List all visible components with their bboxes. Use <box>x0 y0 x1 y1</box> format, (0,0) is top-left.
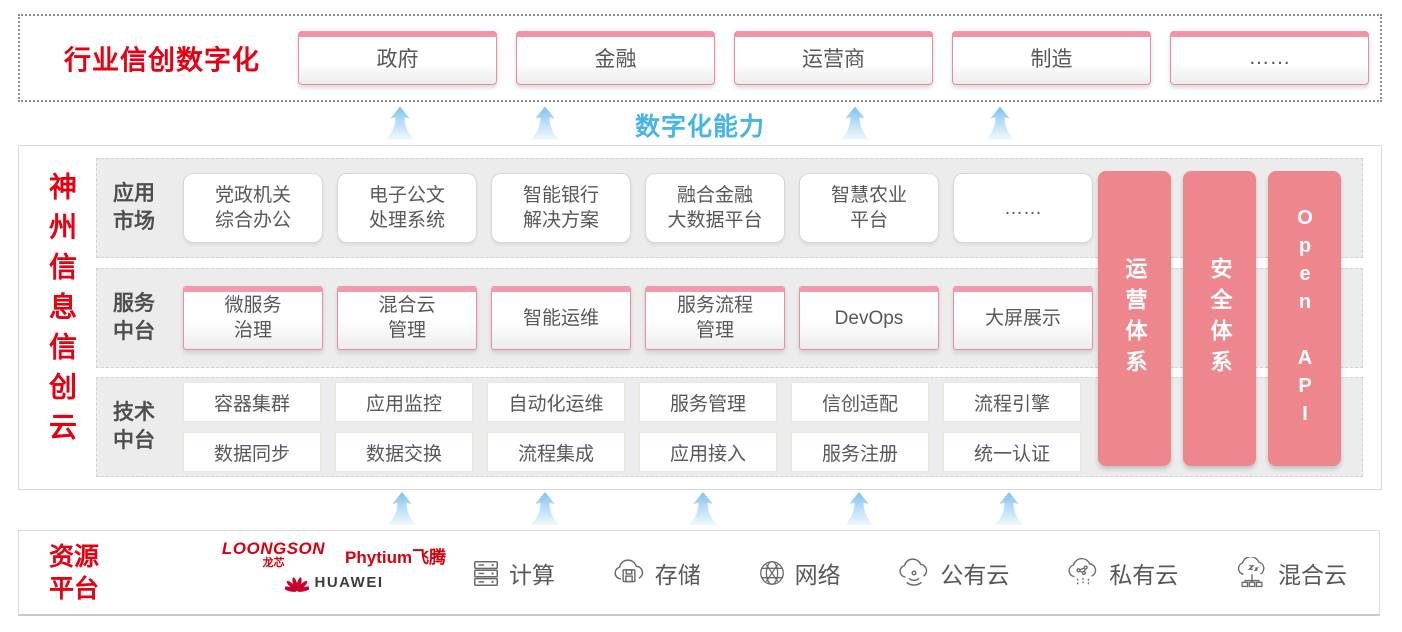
tech-platform-row: 技术 中台 容器集群 应用监控 自动化运维 服务管理 信创适配 流程引擎 数据同… <box>96 377 1363 477</box>
service-box: DevOps <box>799 286 939 350</box>
up-arrow-icon <box>840 102 870 144</box>
public-cloud-icon <box>899 557 928 586</box>
hybrid-cloud-icon <box>1237 557 1265 588</box>
app-box: 党政机关 综合办公 <box>183 173 323 243</box>
industry-box-more: …… <box>1170 31 1369 85</box>
app-market-boxes: 党政机关 综合办公 电子公文 处理系统 智能银行 解决方案 融合金融 大数据平台… <box>183 173 1093 243</box>
tech-boxes: 容器集群 应用监控 自动化运维 服务管理 信创适配 流程引擎 数据同步 数据交换… <box>183 382 1081 472</box>
app-market-row: 应用 市场 党政机关 综合办公 电子公文 处理系统 智能银行 解决方案 融合金融… <box>96 158 1363 258</box>
tech-box: 流程引擎 <box>943 382 1081 422</box>
app-box: 智慧农业 平台 <box>799 173 939 243</box>
private-cloud-icon <box>1068 557 1097 585</box>
tech-box: 信创适配 <box>791 382 929 422</box>
service-boxes: 微服务 治理 混合云 管理 智能运维 服务流程 管理 DevOps 大屏展示 <box>183 286 1093 350</box>
resource-item-network: 网络 <box>757 556 841 590</box>
resource-item-label: 混合云 <box>1277 561 1347 588</box>
security-system-bar: 安全体系 <box>1183 171 1256 466</box>
app-box-more: …… <box>953 173 1093 243</box>
resource-item-label: 私有云 <box>1109 561 1179 588</box>
phytium-logo: Phytium飞腾 <box>345 548 447 567</box>
service-platform-row: 服务 中台 微服务 治理 混合云 管理 智能运维 服务流程 管理 DevOps … <box>96 268 1363 368</box>
platform-panel: 神州信息信创云 应用 市场 党政机关 综合办公 电子公文 处理系统 智能银行 解… <box>18 145 1382 490</box>
tech-box: 应用接入 <box>639 432 777 472</box>
up-arrow-icon <box>530 102 560 144</box>
tech-box: 容器集群 <box>183 382 321 422</box>
industry-box-manufacturing: 制造 <box>952 31 1151 85</box>
industry-box-row: 政府 金融 运营商 制造 …… <box>298 31 1369 85</box>
loongson-wordmark: LOONGSON <box>221 539 326 558</box>
vendor-logos: LOONGSON 龙芯 Phytium飞腾 HUAWEI <box>209 540 459 592</box>
tech-box: 数据同步 <box>183 432 321 472</box>
app-box: 电子公文 处理系统 <box>337 173 477 243</box>
huawei-wordmark: HUAWEI <box>314 573 384 591</box>
operation-system-bar: 运营体系 <box>1098 171 1171 466</box>
tech-box: 流程集成 <box>487 432 625 472</box>
service-box: 大屏展示 <box>953 286 1093 350</box>
resource-items: 计算 存储 网络 <box>471 531 1347 614</box>
app-box: 智能银行 解决方案 <box>491 173 631 243</box>
loongson-logo: LOONGSON 龙芯 <box>222 540 325 569</box>
resource-panel: 资源 平台 LOONGSON 龙芯 Phytium飞腾 <box>18 530 1380 616</box>
service-box: 智能运维 <box>491 286 631 350</box>
industry-banner-title: 行业信创数字化 <box>64 45 260 76</box>
up-arrow-icon <box>530 490 560 527</box>
storage-icon <box>614 558 643 582</box>
huawei-flower-icon <box>284 577 309 592</box>
industry-banner: 行业信创数字化 政府 金融 运营商 制造 …… <box>18 14 1382 102</box>
up-arrow-icon <box>385 102 415 144</box>
open-api-bar: Open API <box>1268 171 1341 466</box>
resource-item-label: 存储 <box>654 561 701 588</box>
industry-box-finance: 金融 <box>516 31 715 85</box>
tech-box: 统一认证 <box>943 432 1081 472</box>
up-arrow-icon <box>844 490 874 527</box>
capability-label: 数字化能力 <box>634 113 765 141</box>
industry-label: …… <box>1248 46 1291 69</box>
resource-item-label: 网络 <box>794 561 841 588</box>
industry-box-operator: 运营商 <box>734 31 933 85</box>
industry-label: 运营商 <box>802 48 865 71</box>
row-label-service-platform: 服务 中台 <box>113 292 155 343</box>
tech-box: 自动化运维 <box>487 382 625 422</box>
service-box: 服务流程 管理 <box>645 286 785 350</box>
industry-label: 制造 <box>1030 48 1073 71</box>
row-label-tech-platform: 技术 中台 <box>113 401 155 452</box>
huawei-logo: HUAWEI <box>284 572 384 592</box>
compute-icon <box>474 560 498 586</box>
industry-box-government: 政府 <box>298 31 497 85</box>
service-box: 微服务 治理 <box>183 286 323 350</box>
resource-item-compute: 计算 <box>471 556 555 590</box>
up-arrow-icon <box>688 490 718 527</box>
resource-item-private-cloud: 私有云 <box>1065 556 1178 590</box>
tech-box: 数据交换 <box>335 432 473 472</box>
up-arrow-icon <box>985 102 1015 144</box>
tech-box: 服务注册 <box>791 432 929 472</box>
loongson-cn-label: 龙芯 <box>262 557 285 569</box>
network-icon <box>759 560 784 585</box>
service-box: 混合云 管理 <box>337 286 477 350</box>
up-arrow-icon <box>387 490 417 527</box>
resource-item-label: 计算 <box>509 561 555 588</box>
resource-item-label: 公有云 <box>940 561 1010 588</box>
app-box: 融合金融 大数据平台 <box>645 173 785 243</box>
resource-item-hybrid-cloud: 混合云 <box>1234 556 1347 590</box>
resource-panel-title: 资源 平台 <box>49 542 100 603</box>
platform-title: 神州信息信创云 <box>46 172 77 452</box>
industry-label: 政府 <box>376 48 419 71</box>
industry-label: 金融 <box>594 48 637 71</box>
tech-box: 服务管理 <box>639 382 777 422</box>
tech-box: 应用监控 <box>335 382 473 422</box>
resource-item-storage: 存储 <box>611 556 701 590</box>
up-arrow-icon <box>994 490 1024 527</box>
resource-item-public-cloud: 公有云 <box>896 556 1009 590</box>
row-label-app-market: 应用 市场 <box>113 182 155 233</box>
